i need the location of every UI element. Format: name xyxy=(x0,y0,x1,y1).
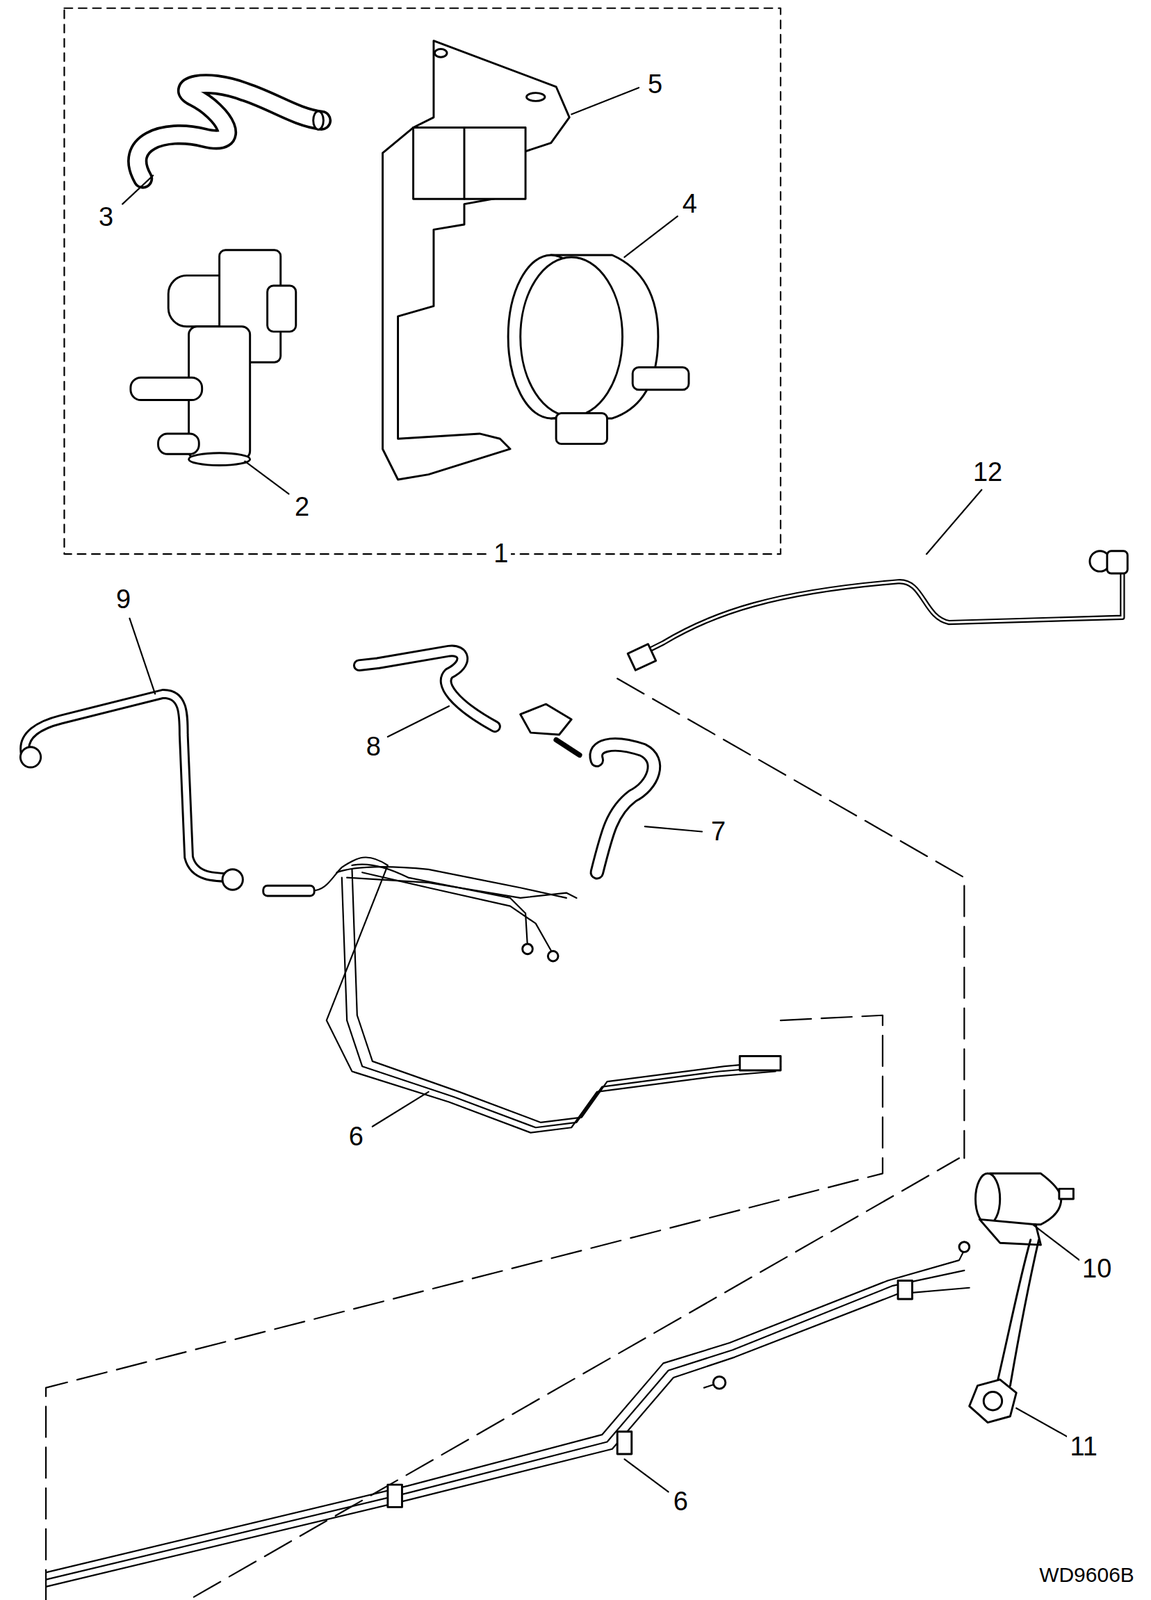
drawing-code: WD9606B xyxy=(1036,1563,1138,1587)
callout-number: 1 xyxy=(490,539,511,569)
callout-number: 4 xyxy=(679,189,700,219)
callout-number: 9 xyxy=(113,585,134,615)
callout-number: 8 xyxy=(363,732,384,762)
callout-number: 3 xyxy=(95,202,117,233)
callout-number: 6 xyxy=(346,1122,367,1152)
callout-number: 6 xyxy=(670,1487,691,1517)
callout-number: 11 xyxy=(1066,1432,1100,1462)
callout-number: 7 xyxy=(708,817,729,847)
callout-number: 12 xyxy=(970,458,1006,488)
callout-number: 10 xyxy=(1079,1254,1115,1284)
callout-number: 2 xyxy=(291,492,313,522)
callout-number: 5 xyxy=(645,70,666,100)
